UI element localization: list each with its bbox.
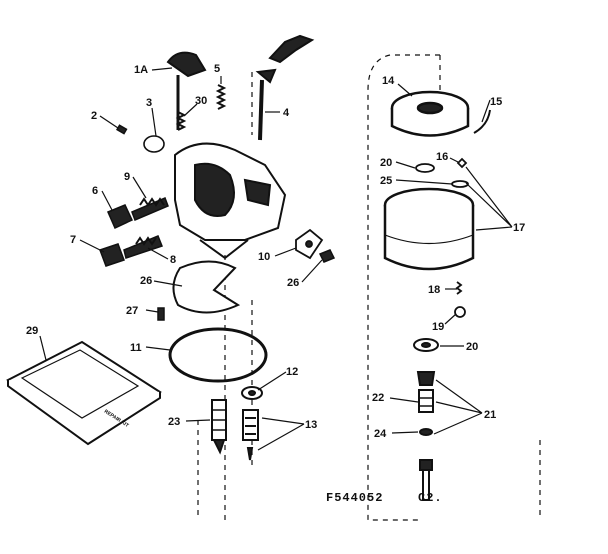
- washer-20-bottom: [413, 338, 439, 352]
- label-27: 27: [126, 305, 138, 317]
- throttle-spring-30: [175, 111, 187, 131]
- float-26: [172, 260, 241, 314]
- alignment-line-bowl-left: [367, 54, 440, 521]
- leader-lines: [39, 67, 513, 451]
- label-11: 11: [130, 342, 142, 354]
- bracket-10: [295, 228, 324, 260]
- label-23: 23: [168, 416, 180, 428]
- label-21: 21: [484, 409, 496, 421]
- choke-lever-4: [255, 34, 315, 141]
- label-26-screw: 26: [287, 277, 299, 289]
- spring-5: [215, 84, 227, 110]
- label-15: 15: [490, 96, 502, 108]
- label-14: 14: [382, 75, 395, 87]
- label-6: 6: [92, 185, 98, 197]
- throttle-plate-3: [143, 135, 165, 153]
- throttle-lever-1a: [166, 51, 207, 130]
- label-3: 3: [146, 97, 152, 109]
- drain-screw-23: [211, 399, 227, 455]
- label-24: 24: [374, 428, 387, 440]
- label-20-bottom: 20: [466, 341, 478, 353]
- float-pin-27: [157, 307, 165, 321]
- needle-valve-6: [107, 197, 169, 230]
- float-14: [390, 90, 470, 137]
- fuel-valve-13: [242, 409, 259, 461]
- label-13: 13: [305, 419, 317, 431]
- label-9: 9: [124, 171, 130, 183]
- label-5: 5: [214, 63, 220, 75]
- label-2: 2: [91, 110, 97, 122]
- part-labels: 1A 5 3 30 4 2 6 9 7 8 10 26 26 27 11 12 …: [26, 63, 525, 440]
- spring-15: [473, 109, 491, 134]
- main-jet-21: [416, 371, 436, 501]
- screw-28: [318, 249, 336, 263]
- spring-9: [139, 197, 165, 207]
- label-12: 12: [286, 366, 298, 378]
- clip-16: [456, 157, 468, 169]
- spring-8: [135, 236, 157, 246]
- washer-19: [454, 306, 466, 318]
- label-10: 10: [258, 251, 270, 263]
- repair-kit-29: [6, 340, 162, 446]
- label-30: 30: [195, 95, 207, 107]
- drawing-suffix: C2.: [418, 491, 443, 505]
- label-20-top: 20: [380, 157, 392, 169]
- label-4: 4: [283, 107, 290, 119]
- label-29: 29: [26, 325, 38, 337]
- label-7: 7: [70, 234, 76, 246]
- label-17: 17: [513, 222, 525, 234]
- spring-18: [455, 281, 463, 295]
- label-26-float: 26: [140, 275, 152, 287]
- label-16: 16: [436, 151, 448, 163]
- label-18: 18: [428, 284, 440, 296]
- washer-12: [241, 386, 263, 400]
- label-25: 25: [380, 175, 392, 187]
- fuel-bowl-17: [383, 187, 475, 271]
- screw-2: [116, 124, 128, 135]
- label-22: 22: [372, 392, 384, 404]
- washer-25: [451, 180, 469, 188]
- carburetor-body: [174, 142, 287, 260]
- label-19: 19: [432, 321, 444, 333]
- label-8: 8: [170, 254, 176, 266]
- washer-20-top: [415, 163, 435, 173]
- bowl-gasket-11: [168, 327, 268, 383]
- label-1a: 1A: [134, 64, 148, 76]
- drawing-code: F544052: [326, 491, 383, 505]
